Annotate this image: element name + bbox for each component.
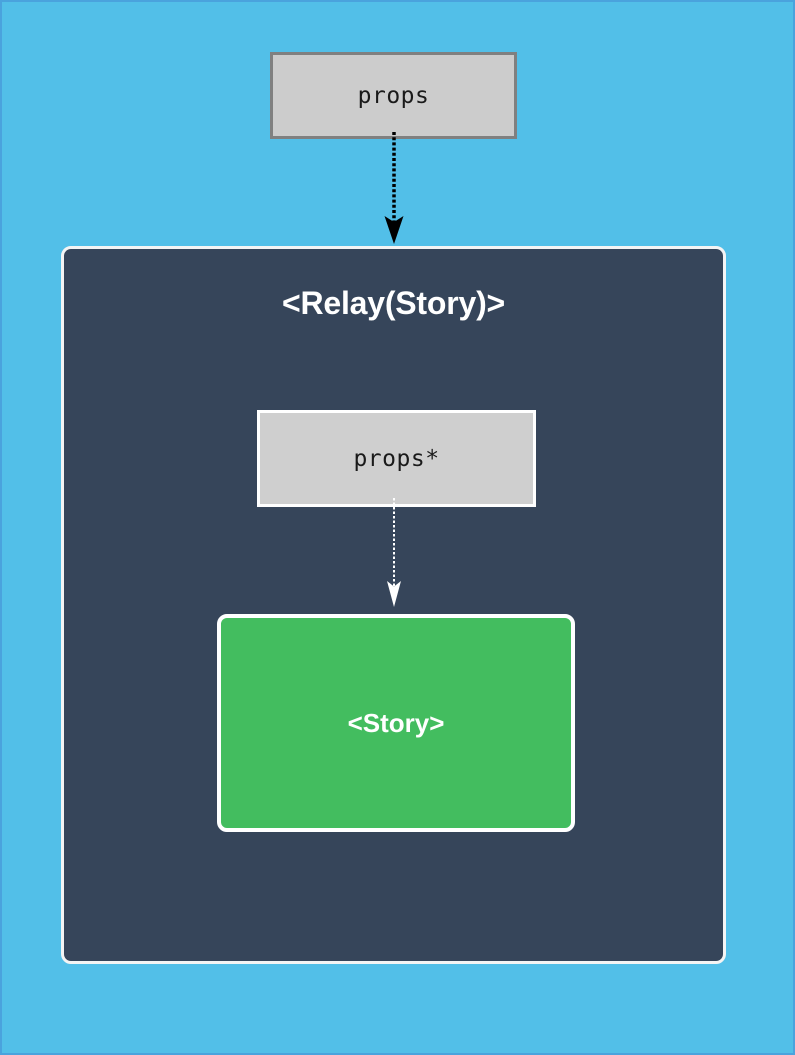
props-to-relay-arrow-icon bbox=[384, 132, 404, 244]
story-box[interactable]: <Story> bbox=[217, 614, 575, 832]
relay-story-container[interactable]: <Relay(Story)> props* <Story> bbox=[61, 246, 726, 964]
props-star-box-label: props* bbox=[353, 445, 440, 472]
relay-story-title: <Relay(Story)> bbox=[281, 285, 506, 321]
props-box[interactable]: props bbox=[270, 52, 517, 139]
props-star-box[interactable]: props* bbox=[257, 410, 536, 507]
props-box-label: props bbox=[357, 82, 430, 109]
story-box-label: <Story> bbox=[347, 707, 445, 738]
